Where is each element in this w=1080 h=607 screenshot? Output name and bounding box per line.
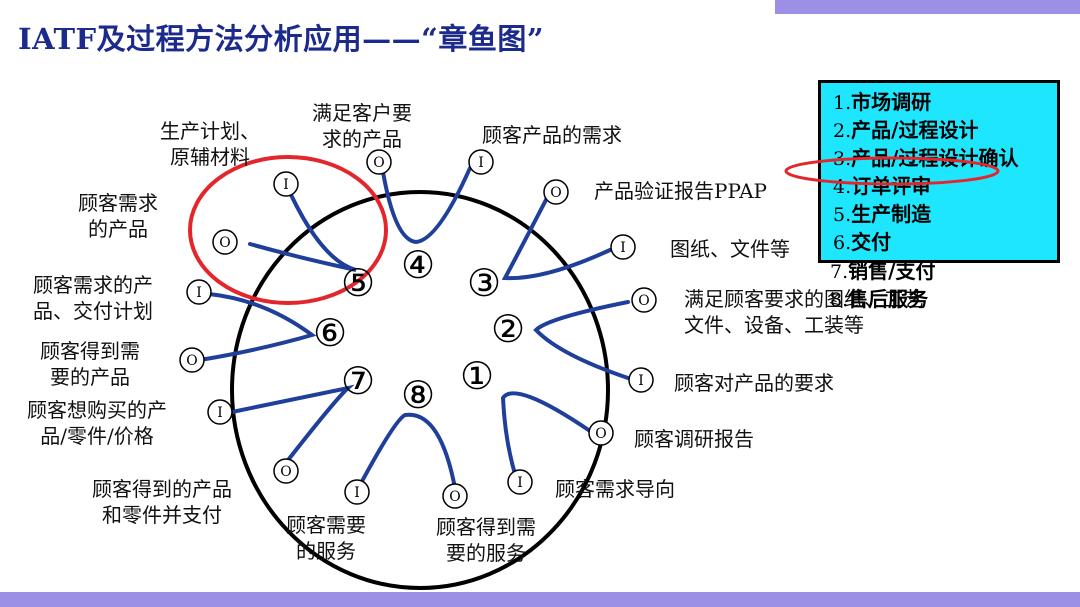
legend-item: 2.产品/过程设计 [833,118,979,142]
label-demand-orientation: 顾客需求导向 [555,477,675,501]
svg-text:I: I [620,240,626,256]
label-delivery-plan: 顾客需求的产品、交付计划 [33,273,153,323]
svg-text:O: O [449,489,460,505]
svg-text:O: O [219,235,230,251]
legend-item: 5.生产制造 [833,202,932,226]
output-marker: O [631,287,657,313]
svg-text:O: O [638,293,649,309]
tentacle-3 [501,194,612,281]
svg-text:I: I [638,373,644,389]
label-service-needed: 顾客需要的服务 [286,513,366,563]
label-customer-requirements: 顾客对产品的要求 [674,371,834,395]
svg-text:I: I [283,177,289,193]
svg-text:I: I [217,405,223,421]
legend-item: 1.市场调研 [833,90,932,114]
input-marker: I [186,279,212,305]
label-service-obtained: 顾客得到需要的服务 [436,515,536,565]
input-marker: I [273,171,299,197]
output-marker: O [273,458,299,484]
label-drawings: 图纸、文件等 [670,237,790,261]
tentacle-7 [230,384,355,466]
legend-item: 6.交付 [833,230,892,254]
label-demand-product: 顾客需求的产品 [78,191,158,241]
output-marker: O [212,229,238,255]
svg-text:I: I [354,485,360,501]
label-ppap: 产品验证报告PPAP [594,179,767,203]
process-number-6: ⑥ [313,311,347,355]
output-marker: O [442,483,468,509]
input-marker: I [610,234,636,260]
slide-title: IATF及过程方法分析应用——“章鱼图” [18,22,545,56]
input-marker: I [207,399,233,425]
label-product-obtained: 顾客得到需要的产品 [40,339,140,389]
label-customer-product-need: 顾客产品的需求 [482,123,622,147]
svg-text:O: O [550,185,561,201]
tentacle-4 [381,166,472,245]
process-number-5: ⑤ [341,261,375,305]
legend-item: 8.售后服务 [830,287,929,311]
process-ellipse [230,190,610,590]
tentacle-2 [533,300,630,380]
input-marker: I [344,479,370,505]
process-number-8: ⑧ [401,373,435,417]
svg-text:I: I [478,155,484,171]
svg-text:O: O [595,426,606,442]
svg-text:O: O [280,464,291,480]
input-marker: I [628,367,654,393]
highlight-circle [188,155,388,305]
process-number-2: ② [491,307,525,351]
tentacle-6 [198,292,317,362]
label-wish-to-buy: 顾客想购买的产品/零件/价格 [27,398,167,448]
process-legend: 1.市场调研 2.产品/过程设计 3.产品/过程设计确认 4.订单评审 5.生产… [818,80,1060,263]
tentacle-1 [500,391,592,476]
svg-text:O: O [186,353,197,369]
label-plan-material: 生产计划、原辅材料 [160,119,260,169]
input-marker: I [468,149,494,175]
label-customer-required-product: 满足客户要求的产品 [312,101,412,151]
tentacle-5 [248,182,357,272]
tentacle-8 [358,412,457,490]
output-marker: O [543,179,569,205]
legend-item: 7.销售/支付 [830,259,936,283]
output-marker: O [366,149,392,175]
process-number-4: ④ [401,243,435,287]
input-marker: I [507,469,533,495]
svg-text:I: I [196,285,202,301]
process-number-3: ③ [467,261,501,305]
label-paid-products: 顾客得到的产品和零件并支付 [92,477,232,527]
label-meet-requirements: 满足顾客要求的图纸、工艺文件、设备、工装等 [684,287,924,337]
process-number-7: ⑦ [341,359,375,403]
bottom-accent-band [0,592,1080,607]
process-number-1: ① [460,354,494,398]
top-accent-band [775,0,1080,14]
output-marker: O [179,347,205,373]
label-survey-report: 顾客调研报告 [634,427,754,451]
svg-text:O: O [373,155,384,171]
svg-text:I: I [517,475,523,491]
output-marker: O [588,420,614,446]
